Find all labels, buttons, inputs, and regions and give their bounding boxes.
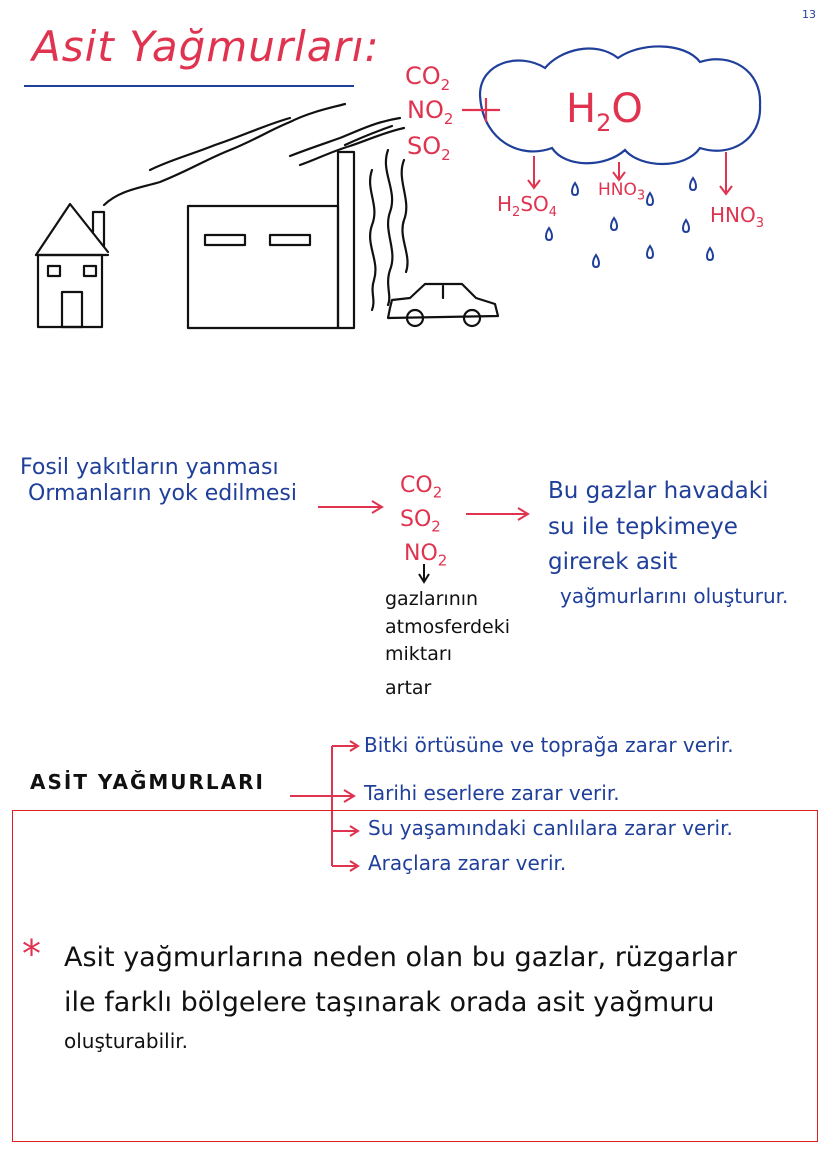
acid-h2so4-label: H2SO4 bbox=[497, 192, 558, 220]
note-line: ile farklı bölgelere taşınarak orada asi… bbox=[64, 986, 715, 1018]
asterisk-icon: * bbox=[22, 932, 41, 976]
result-line: su ile tepkimeye bbox=[548, 513, 738, 540]
highlight-box bbox=[12, 810, 818, 1142]
cause-item: Ormanların yok edilmesi bbox=[28, 481, 297, 507]
cause-item: Fosil yakıtların yanması bbox=[20, 455, 279, 480]
effects-bracket bbox=[290, 740, 360, 872]
result-line: yağmurlarını oluşturur. bbox=[560, 583, 789, 608]
factory-drawing bbox=[186, 150, 356, 330]
pollution-illustration bbox=[34, 45, 762, 330]
cloud-arrows bbox=[527, 152, 733, 196]
flow-gases: CO2 SO2 NO2 bbox=[400, 470, 447, 572]
flow-arrows bbox=[318, 500, 530, 584]
causes-list: Fosil yakıtların yanması Ormanların yok … bbox=[20, 455, 297, 508]
acid-hno3-middle-label: HNO3 bbox=[598, 180, 646, 204]
note-line: oluşturabilir. bbox=[64, 1029, 188, 1054]
page-number: 13 bbox=[802, 8, 816, 21]
gas-increase-line: atmosferdeki bbox=[385, 615, 511, 638]
flow-gas-co2: CO2 bbox=[400, 473, 443, 502]
acid-hno3-right-label: HNO3 bbox=[710, 203, 765, 231]
effect-item-4: Araçlara zarar verir. bbox=[368, 851, 567, 875]
diagram-gas-co2: CO2 bbox=[405, 62, 451, 94]
diagram-gas-no2: NO2 bbox=[407, 96, 454, 128]
gas-increase-line: artar bbox=[385, 676, 432, 699]
result-line: girerek asit bbox=[548, 549, 678, 576]
flow-gas-no2: NO2 bbox=[404, 541, 448, 570]
note-line: Asit yağmurlarına neden olan bu gazlar, … bbox=[64, 942, 738, 973]
gas-increase-line: gazlarının bbox=[385, 588, 479, 610]
diagram-gas-so2: SO2 bbox=[407, 132, 451, 164]
house-drawing bbox=[34, 202, 110, 329]
note-text: Asit yağmurlarına neden olan bu gazlar, … bbox=[64, 936, 814, 1058]
car-drawing bbox=[386, 282, 500, 328]
result-line: Bu gazlar havadaki bbox=[548, 478, 769, 504]
page-title: Asit Yağmurları: bbox=[32, 22, 380, 71]
cloud-h2o-label: H2O bbox=[566, 86, 643, 137]
effect-item-2: Tarihi eserlere zarar verir. bbox=[364, 781, 620, 805]
effect-item-1: Bitki örtüsüne ve toprağa zarar verir. bbox=[364, 733, 734, 757]
gas-increase-line: miktarı bbox=[385, 643, 452, 666]
cloud-drawing bbox=[478, 45, 762, 166]
title-underline bbox=[24, 85, 354, 87]
result-text: Bu gazlar havadaki su ile tepkimeye gire… bbox=[548, 474, 788, 612]
effect-item-3: Su yaşamındaki canlılara zarar verir. bbox=[368, 816, 733, 840]
rain-drops bbox=[545, 176, 714, 269]
gas-increase-note: gazlarının atmosferdeki miktarı artar bbox=[385, 586, 510, 702]
effects-label: ASİT YAĞMURLARI bbox=[30, 770, 265, 794]
flow-gas-so2: SO2 bbox=[400, 507, 441, 536]
